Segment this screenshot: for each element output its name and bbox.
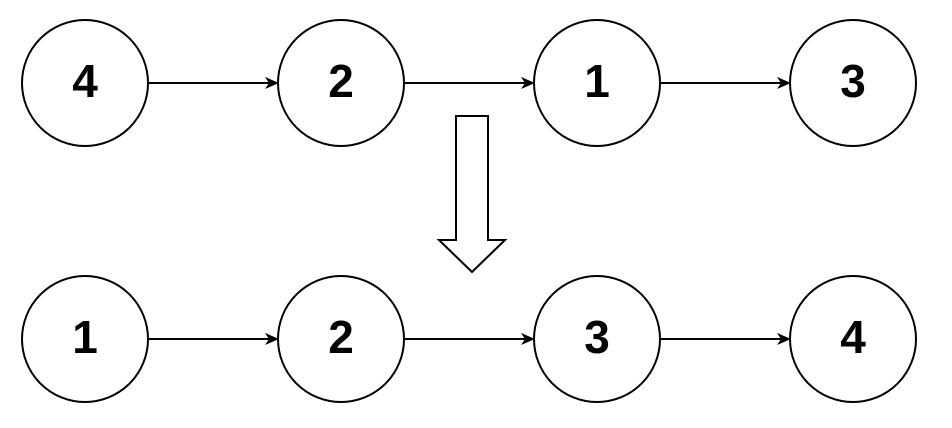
node-value: 3 xyxy=(584,311,610,363)
list-node: 3 xyxy=(789,19,917,147)
node-value: 1 xyxy=(584,55,610,107)
list-node: 2 xyxy=(277,275,405,403)
list-node: 4 xyxy=(789,275,917,403)
node-circle xyxy=(789,19,917,147)
list-node: 1 xyxy=(21,275,149,403)
node-value: 3 xyxy=(840,55,866,107)
node-value: 2 xyxy=(328,55,354,107)
node-value: 1 xyxy=(72,311,98,363)
list-node: 2 xyxy=(277,19,405,147)
transform-down-arrow xyxy=(436,115,508,274)
input-list: 4 2 1 3 xyxy=(21,19,917,147)
node-value: 2 xyxy=(328,311,354,363)
node-circle xyxy=(789,275,917,403)
node-value: 4 xyxy=(840,311,866,363)
list-node: 1 xyxy=(533,19,661,147)
list-node: 3 xyxy=(533,275,661,403)
node-value: 4 xyxy=(72,55,98,107)
sorted-list: 1 2 3 4 xyxy=(21,275,917,403)
list-node: 4 xyxy=(21,19,149,147)
